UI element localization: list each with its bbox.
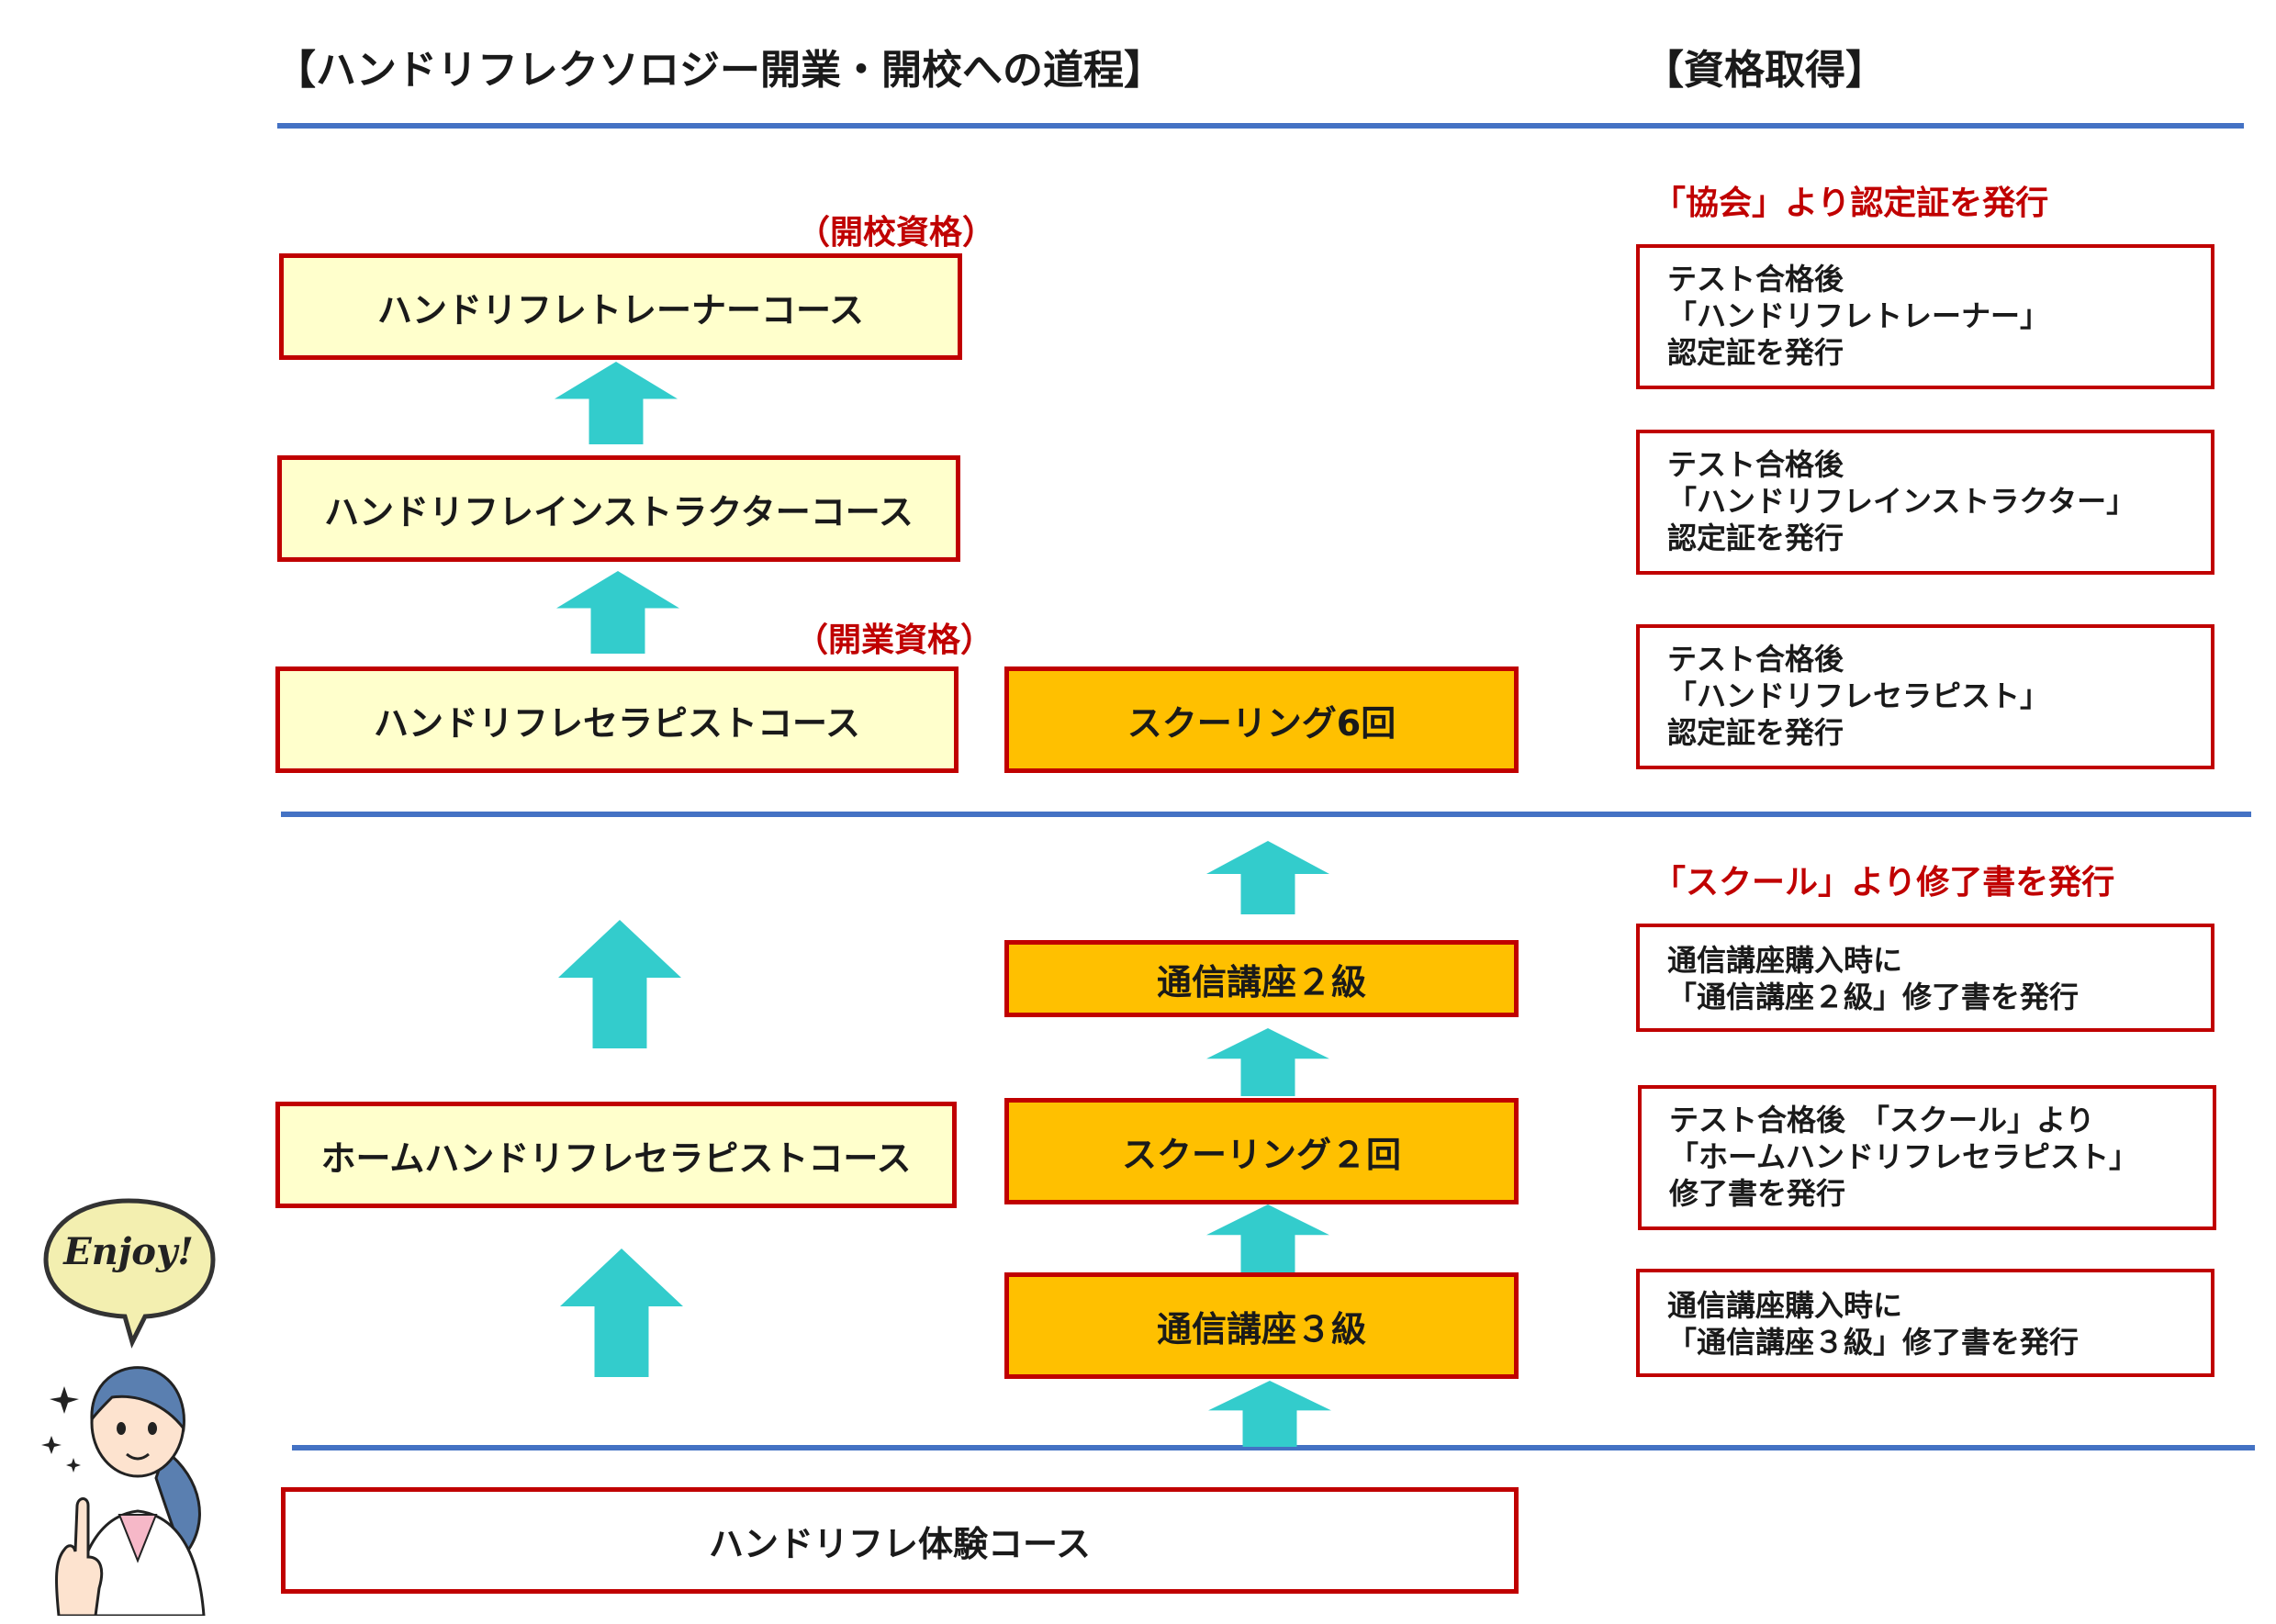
speech-text: Enjoy! <box>63 1230 194 1273</box>
certificate-line: 認定証を発行 <box>1667 335 1844 370</box>
correspondence-2-box: 通信講座２級 <box>1004 940 1519 1017</box>
divider-middle <box>281 812 2251 817</box>
up-arrow-icon <box>555 362 678 444</box>
qualification-heading: 【資格取得】 <box>1643 47 1886 94</box>
certificate-line: 「通信講座３級」修了書を発行 <box>1667 1325 2080 1360</box>
certificate-line: テスト合格後 <box>1667 447 1844 482</box>
certificate-line: テスト合格後 <box>1667 642 1844 677</box>
certificate-line: テスト合格後 「スクール」より <box>1669 1103 2095 1137</box>
association-issue-label: 「協会」より認定証を発行 <box>1653 185 2049 222</box>
certificate-line: テスト合格後 <box>1667 262 1844 297</box>
trial-course-label: ハンドリフレ体験コース <box>708 1523 1092 1564</box>
instructor-certificate-box: テスト合格後 「ハンドリフレインストラクター」 認定証を発行 <box>1636 430 2214 575</box>
school-qualification-label: （開校資格） <box>797 214 996 252</box>
divider-top <box>277 123 2244 129</box>
school-issue-label: 「スクール」より修了書を発行 <box>1653 864 2115 902</box>
certificate-line: 「ハンドリフレセラピスト」 <box>1667 678 2050 713</box>
up-arrow-icon <box>1206 841 1329 914</box>
correspondence-3-certificate-box: 通信講座購入時に 「通信講座３級」修了書を発行 <box>1636 1269 2214 1377</box>
up-arrow-icon <box>1208 1381 1331 1447</box>
instructor-course-box: ハンドリフレインストラクターコース <box>277 455 960 562</box>
correspondence-2-label: 通信講座２級 <box>1156 961 1366 1002</box>
certificate-line: 認定証を発行 <box>1667 521 1844 555</box>
correspondence-2-certificate-box: 通信講座購入時に 「通信講座２級」修了書を発行 <box>1636 924 2214 1032</box>
certificate-line: 「ホームハンドリフレセラピスト」 <box>1669 1139 2139 1174</box>
schooling-2-label: スクーリング２回 <box>1121 1134 1401 1175</box>
up-arrow-icon <box>1206 1028 1329 1096</box>
up-arrow-icon <box>556 571 679 654</box>
schooling-6-box: スクーリング6回 <box>1004 666 1519 773</box>
instructor-course-label: ハンドリフレインストラクターコース <box>324 491 914 532</box>
therapist-course-label: ハンドリフレセラピストコース <box>373 702 861 744</box>
up-arrow-icon <box>560 1249 683 1377</box>
certificate-line: 通信講座購入時に <box>1667 943 1903 978</box>
certificate-line: 「ハンドリフレトレーナー」 <box>1667 298 2050 333</box>
speech-bubble: Enjoy! <box>37 1193 220 1350</box>
trainer-course-label: ハンドリフレトレーナーコース <box>376 289 865 330</box>
therapist-certificate-box: テスト合格後 「ハンドリフレセラピスト」 認定証を発行 <box>1636 624 2214 769</box>
home-therapist-course-label: ホームハンドリフレセラピストコース <box>320 1137 912 1179</box>
schooling-6-label: スクーリング6回 <box>1127 702 1396 744</box>
schooling-2-box: スクーリング２回 <box>1004 1098 1519 1204</box>
up-arrow-icon <box>1206 1204 1329 1272</box>
home-therapist-course-box: ホームハンドリフレセラピストコース <box>275 1102 957 1208</box>
page-title: 【ハンドリフレクソロジー開業・開校への道程】 <box>275 47 1164 94</box>
certificate-line: 修了書を発行 <box>1669 1176 1846 1211</box>
correspondence-3-box: 通信講座３級 <box>1004 1272 1519 1379</box>
certificate-line: 通信講座購入時に <box>1667 1288 1903 1323</box>
certificate-line: 認定証を発行 <box>1667 715 1844 750</box>
certificate-line: 「通信講座２級」修了書を発行 <box>1667 980 2080 1014</box>
up-arrow-icon <box>558 920 681 1048</box>
therapist-course-box: ハンドリフレセラピストコース <box>275 666 959 773</box>
certificate-line: 「ハンドリフレインストラクター」 <box>1667 484 2136 519</box>
business-qualification-label: （開業資格） <box>795 622 994 659</box>
home-therapist-certificate-box: テスト合格後 「スクール」より 「ホームハンドリフレセラピスト」 修了書を発行 <box>1638 1085 2216 1230</box>
divider-bottom <box>292 1445 2255 1450</box>
trial-course-box: ハンドリフレ体験コース <box>281 1487 1519 1594</box>
trainer-course-box: ハンドリフレトレーナーコース <box>279 253 962 360</box>
trainer-certificate-box: テスト合格後 「ハンドリフレトレーナー」 認定証を発行 <box>1636 244 2214 389</box>
woman-illustration <box>28 1340 230 1618</box>
correspondence-3-label: 通信講座３級 <box>1156 1308 1366 1350</box>
